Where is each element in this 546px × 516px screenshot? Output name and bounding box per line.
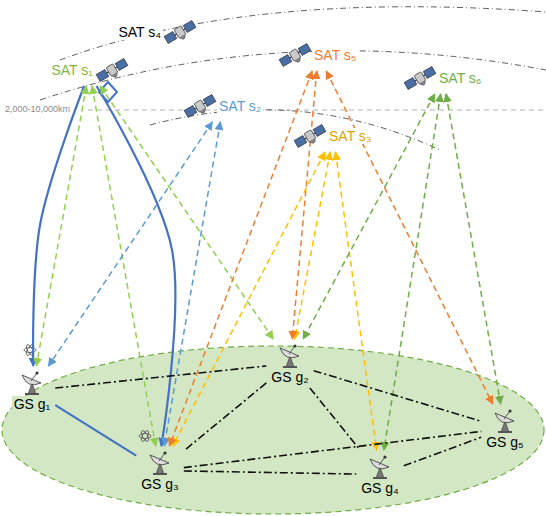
altitude-line [88, 110, 546, 111]
satellite-link [446, 94, 501, 404]
dish-icon [490, 407, 520, 434]
station-label: GS g₃ [139, 476, 181, 492]
ground-link [55, 366, 266, 388]
satellite-link [48, 122, 212, 366]
ground-link [404, 437, 481, 465]
ground-station-node: GS g₂ [269, 342, 310, 385]
ground-station-node: GS g₄ [359, 453, 401, 496]
satellite-label: SAT s₆ [437, 70, 483, 86]
ground-station-node: GS g₅ [484, 407, 526, 450]
entanglement-link [55, 405, 136, 456]
satellite-link [164, 122, 220, 446]
satellite-link [295, 152, 331, 339]
station-label: GS g₂ [269, 369, 310, 385]
satellite-link [303, 94, 435, 339]
atom-symbol [24, 344, 36, 357]
satellite-icon [183, 93, 217, 119]
station-label: GS g₄ [359, 480, 401, 496]
satellite-label: SAT s₄ [116, 24, 163, 40]
satellite-node: SAT s₆ [403, 65, 483, 91]
satellite-label: SAT s₁ [49, 62, 95, 78]
orbit-arc [60, 7, 546, 60]
satellite-icon [293, 123, 327, 149]
station-label: GS g₁ [12, 396, 53, 412]
ground-region [2, 346, 544, 514]
satellite-link [326, 71, 493, 404]
dish-icon [17, 369, 47, 396]
satellite-link [100, 86, 273, 339]
dish-icon [365, 453, 395, 480]
satellite-link [92, 86, 156, 446]
ground-link [184, 431, 481, 467]
satellite-label: SAT s₃ [327, 128, 374, 144]
satellite-node: SAT s₁ [49, 57, 129, 83]
satellite-link [169, 71, 312, 446]
station-label: GS g₅ [484, 434, 526, 450]
ground-link [184, 471, 356, 474]
satellite-link [36, 86, 86, 366]
satellite-link [173, 152, 325, 446]
dish-icon [275, 342, 305, 369]
ground-link [184, 383, 267, 451]
satellite-node: SAT s₃ [293, 123, 374, 149]
satellite-icon [95, 57, 129, 83]
orbit-arc [150, 110, 440, 150]
satellite-icon [403, 65, 437, 91]
satellite-node: SAT s₅ [278, 42, 358, 68]
entanglement-diamond [99, 82, 117, 102]
satellite-icon [278, 42, 312, 68]
atom-symbol [139, 430, 151, 443]
satellite-link [384, 94, 441, 450]
satellite-node: SAT s₂ [183, 93, 263, 119]
entanglement-link [97, 86, 176, 446]
altitude-label: 2,000-10,000km [4, 104, 71, 114]
ground-link [314, 371, 482, 422]
ground-link [310, 388, 360, 450]
satellite-label: SAT s₂ [217, 98, 263, 114]
ground-station-node: GS g₃ [139, 449, 181, 492]
satellite-node: SAT s₄ [116, 19, 197, 45]
dish-icon [145, 449, 175, 476]
satellite-label: SAT s₅ [312, 47, 358, 63]
satellite-icon [163, 19, 197, 45]
satellite-link [335, 152, 376, 450]
ground-station-node: GS g₁ [12, 369, 53, 412]
satellite-link [292, 71, 317, 339]
